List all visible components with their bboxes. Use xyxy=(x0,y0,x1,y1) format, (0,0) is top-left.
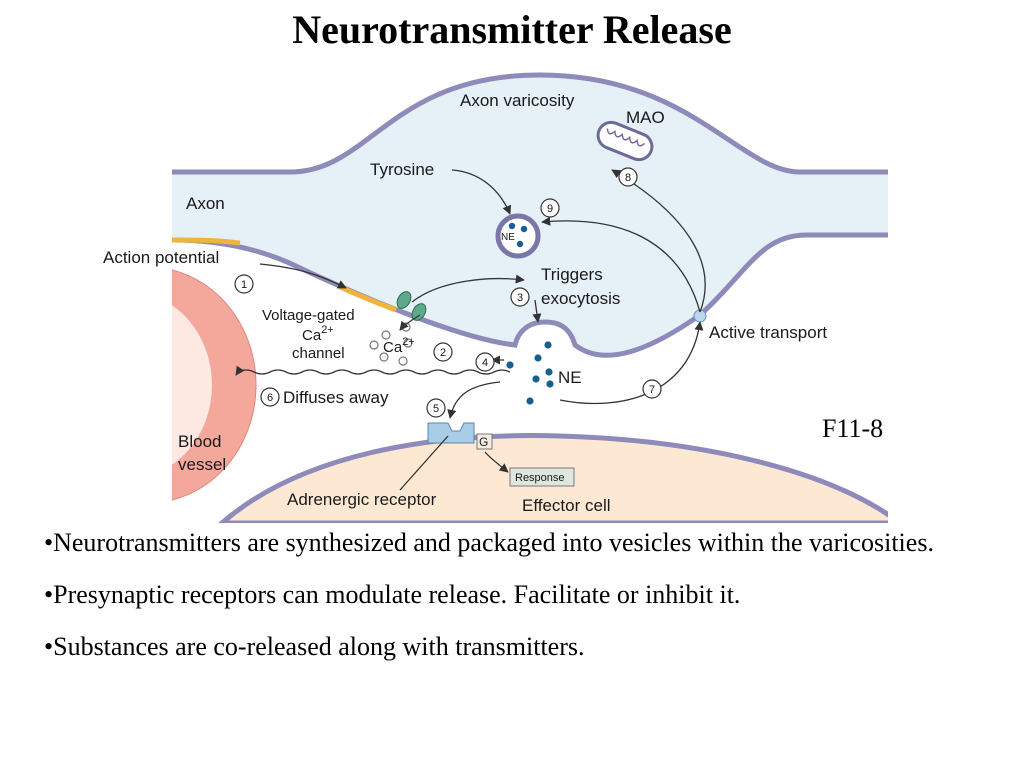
label-ca-ion-superscript: 2+ xyxy=(402,336,415,348)
step-1: 1 xyxy=(241,279,247,291)
ca-channel-2 xyxy=(411,303,427,321)
pointer-adrenergic xyxy=(399,435,449,491)
ne-molecule xyxy=(520,225,528,233)
ne-molecule xyxy=(544,341,552,349)
label-adrenergic-receptor: Adrenergic receptor xyxy=(287,490,437,509)
arrow-exocytosis xyxy=(532,299,542,323)
arrow-step5 xyxy=(447,381,501,419)
ne-molecule xyxy=(506,361,514,369)
axon-membrane-lower xyxy=(172,232,888,358)
ne-molecule xyxy=(508,222,516,230)
label-triggers: Triggers xyxy=(541,265,603,284)
blood-vessel-lumen xyxy=(172,305,212,465)
arrow-diffuses-away xyxy=(235,365,511,376)
label-mao: MAO xyxy=(626,108,665,127)
g-protein-label: G xyxy=(479,435,488,449)
label-effector-cell: Effector cell xyxy=(522,496,611,515)
ne-molecule xyxy=(516,240,524,248)
label-ca-ion: Ca2+ xyxy=(383,336,415,356)
label-ca-ion-text: Ca xyxy=(383,339,403,356)
label-axon: Axon xyxy=(186,194,225,213)
arrow-g-response xyxy=(484,451,509,473)
ne-molecule xyxy=(526,397,534,405)
mao-mitochondrion xyxy=(596,120,654,162)
label-channel: channel xyxy=(292,345,345,362)
bullet-list: •Neurotransmitters are synthesized and p… xyxy=(44,524,1004,680)
label-axon-varicosity: Axon varicosity xyxy=(460,91,575,110)
released-ne xyxy=(506,341,554,405)
label-vessel: vessel xyxy=(178,455,226,474)
ca-channel-1 xyxy=(396,291,412,309)
step-9: 9 xyxy=(547,203,553,215)
action-potential-segment-2 xyxy=(338,284,397,313)
step-markers xyxy=(234,167,662,418)
step-7: 7 xyxy=(649,384,655,396)
response-label: Response xyxy=(515,472,565,484)
ne-molecule xyxy=(532,375,540,383)
arrow-action-potential xyxy=(259,263,347,289)
ne-molecule xyxy=(546,380,554,388)
arrow-tyrosine xyxy=(451,169,512,215)
step-6: 6 xyxy=(267,392,273,404)
step-2: 2 xyxy=(440,347,446,359)
arrow-step9 xyxy=(541,216,701,313)
bullet-item: •Presynaptic receptors can modulate rele… xyxy=(44,580,741,609)
label-vg-ca-text: Ca xyxy=(302,327,322,344)
step-4: 4 xyxy=(482,357,488,369)
label-action-potential: Action potential xyxy=(103,248,219,267)
label-blood: Blood xyxy=(178,432,221,451)
g-protein xyxy=(476,433,493,450)
arrow-ca-entry xyxy=(399,314,421,331)
ne-vesicle-label: NE xyxy=(501,232,515,243)
label-voltage-gated: Voltage-gated xyxy=(262,307,355,324)
arrow-ca-influx xyxy=(411,274,525,303)
label-exocytosis: exocytosis xyxy=(541,289,620,308)
label-vg-ca: Ca2+ xyxy=(302,324,334,344)
step-3: 3 xyxy=(517,292,523,304)
label-vg-ca-superscript: 2+ xyxy=(321,324,334,336)
arrow-step8 xyxy=(611,169,706,313)
bullet-item: •Neurotransmitters are synthesized and p… xyxy=(44,528,934,557)
label-active-transport: Active transport xyxy=(709,323,827,342)
bullet-item: •Substances are co-released along with t… xyxy=(44,632,585,661)
label-tyrosine: Tyrosine xyxy=(370,160,434,179)
adrenergic-receptor xyxy=(427,422,475,444)
axon-membrane-upper xyxy=(172,72,888,175)
axon-varicosity xyxy=(172,75,888,356)
action-potential-segment xyxy=(172,237,241,246)
ne-molecule xyxy=(534,354,542,362)
step-8: 8 xyxy=(625,172,631,184)
step-5: 5 xyxy=(433,403,439,415)
page-title: Neurotransmitter Release xyxy=(292,7,732,52)
label-diffuses-away: Diffuses away xyxy=(283,388,389,407)
figure-code: F11-8 xyxy=(822,414,884,443)
response-box xyxy=(509,467,575,487)
ne-vesicle: NE xyxy=(495,213,541,259)
label-ne: NE xyxy=(558,368,582,387)
ne-molecule xyxy=(545,368,553,376)
